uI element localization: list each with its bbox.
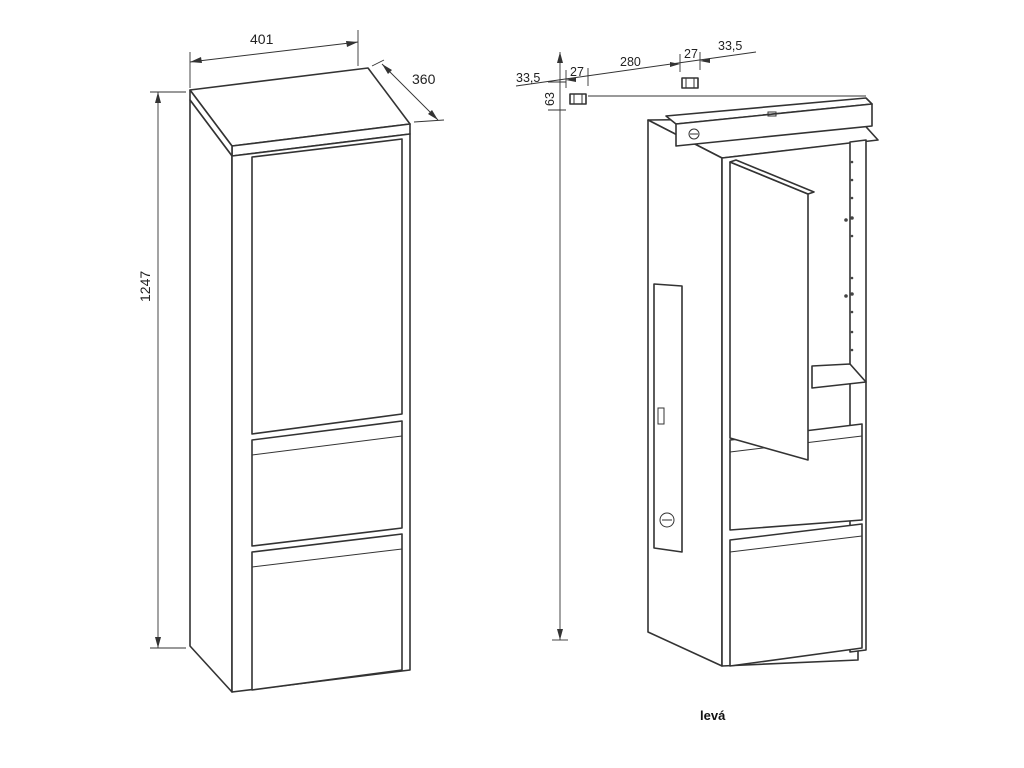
bracket-height-label: 63	[543, 92, 557, 106]
open-door	[729, 161, 809, 461]
bracket-size-left-label: 27	[570, 65, 584, 79]
rail-slot	[767, 111, 777, 117]
mount-height-arrow-top	[557, 52, 563, 63]
open-lower-drawer-handle	[729, 535, 863, 553]
depth-arrow-top	[382, 64, 392, 74]
cabinet-side-panel	[189, 99, 233, 693]
height-label: 1247	[137, 271, 153, 302]
upper-drawer	[251, 420, 403, 547]
height-arrow-bottom	[155, 637, 161, 648]
width-arrow-right	[346, 41, 358, 47]
width-label: 401	[250, 31, 274, 47]
bracket-offset-right-label: 33,5	[718, 39, 742, 53]
lower-drawer	[251, 533, 403, 691]
bracket-offset-left-label: 33,5	[516, 71, 540, 85]
width-arrow-left	[190, 57, 202, 63]
open-lower-drawer	[729, 523, 863, 667]
depth-dimension-line	[381, 63, 439, 121]
bracket-chain-arrow-a	[566, 77, 576, 82]
inner-shelf	[811, 363, 867, 389]
open-door-edge	[729, 159, 815, 195]
closed-cabinet-view: 401 360 1247	[137, 30, 445, 693]
side-strip-screw	[659, 512, 675, 528]
upper-door	[251, 138, 403, 435]
shelf-pin-holes	[844, 160, 854, 352]
open-upper-drawer	[729, 423, 863, 531]
bracket-chain-arrow-c	[700, 58, 710, 63]
bracket-spacing-label: 280	[620, 55, 641, 69]
variant-caption: levá	[700, 708, 726, 723]
depth-label: 360	[412, 71, 436, 87]
depth-extension-bottom	[413, 119, 445, 123]
side-strip-slot	[657, 407, 665, 425]
mount-height-arrow-bottom	[557, 629, 563, 640]
bracket-size-right-label: 27	[684, 47, 698, 61]
depth-extension-top	[371, 59, 385, 67]
lower-drawer-handle	[251, 548, 403, 568]
width-dimension-line	[189, 41, 359, 63]
upper-drawer-handle	[251, 435, 403, 456]
height-arrow-top	[155, 92, 161, 103]
depth-arrow-bottom	[428, 110, 438, 120]
bracket-chain-arrow-b	[670, 62, 680, 67]
mounting-rail-front	[675, 103, 873, 147]
side-mounting-strip	[653, 283, 683, 553]
hanging-bracket-right	[681, 77, 699, 89]
bracket-chain-line	[515, 51, 757, 87]
hanging-bracket-left	[569, 93, 587, 105]
open-cabinet-view: 33,5 27 280 27 33,5 63	[515, 39, 879, 667]
rail-screw-head	[688, 128, 700, 140]
